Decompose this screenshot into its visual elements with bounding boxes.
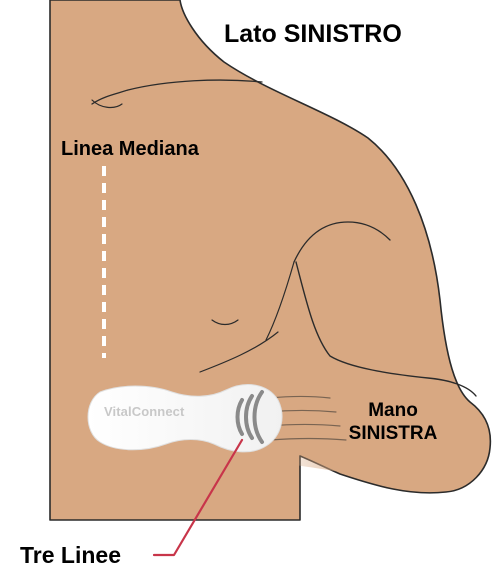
midline-label: Linea Mediana <box>61 139 199 159</box>
hand-label: Mano SINISTRA <box>338 399 448 445</box>
device-brand-text: VitalConnect <box>104 405 184 418</box>
hand-label-line1: Mano <box>338 399 448 422</box>
pointer-label: Tre Linee <box>20 544 121 567</box>
hand-label-line2: SINISTRA <box>338 422 448 445</box>
side-label: Lato SINISTRO <box>224 22 402 47</box>
